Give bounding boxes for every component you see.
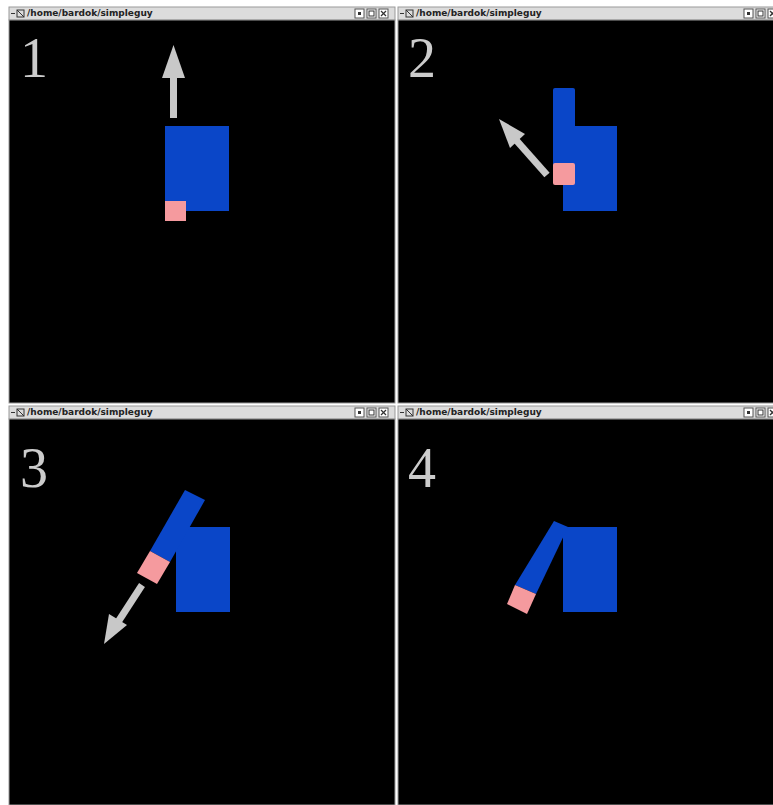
window-2 xyxy=(398,7,773,403)
step-number: 3 xyxy=(20,440,48,496)
figure-1 xyxy=(162,45,229,221)
figure-4 xyxy=(507,521,617,614)
step-number: 1 xyxy=(20,30,48,86)
figure-2 xyxy=(499,88,617,211)
window-1 xyxy=(9,7,395,403)
window-4 xyxy=(398,406,773,805)
window-title: /home/bardok/simpleguy xyxy=(416,7,542,19)
window-title: /home/bardok/simpleguy xyxy=(416,406,542,418)
window-title: /home/bardok/simpleguy xyxy=(27,406,153,418)
figure-3 xyxy=(104,490,230,644)
step-number: 4 xyxy=(408,440,436,496)
step-number: 2 xyxy=(408,30,436,86)
window-3 xyxy=(9,406,395,805)
window-title: /home/bardok/simpleguy xyxy=(27,7,153,19)
